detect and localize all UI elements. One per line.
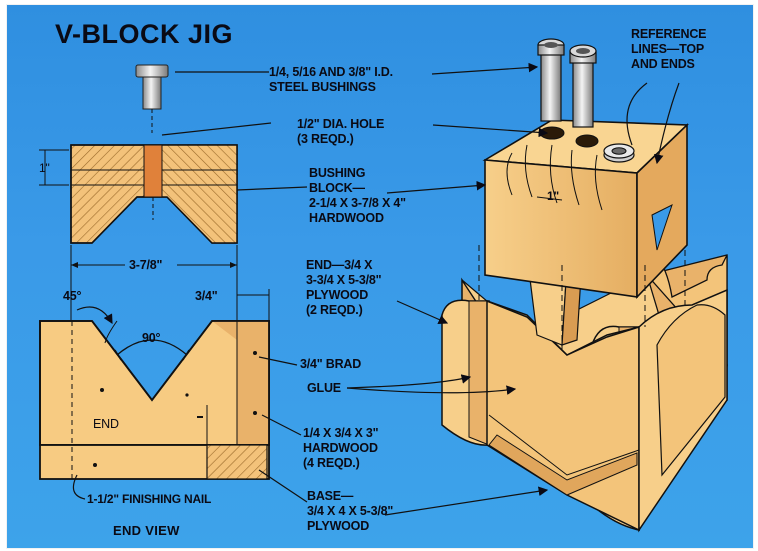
label-reference-lines: REFERENCE LINES—TOP AND ENDS: [631, 27, 707, 71]
dim-iso-height: 1": [547, 189, 559, 203]
dim-angle-45: 45°: [63, 289, 82, 303]
label-finishing-nail: 1-1/2" FINISHING NAIL: [87, 492, 212, 506]
label-bushings: 1/4, 5/16 AND 3/8" I.D. STEEL BUSHINGS: [269, 65, 393, 94]
label-hole: 1/2" DIA. HOLE (3 REQD.): [297, 117, 385, 146]
bushing-side-view: [135, 64, 169, 110]
page-title: V-BLOCK JIG: [55, 19, 234, 49]
dim-width: 3-7/8": [129, 258, 163, 272]
isometric-jig: [441, 119, 728, 533]
label-base: BASE— 3/4 X 4 X 5-3/8" PLYWOOD: [307, 489, 394, 533]
dim-thickness: 3/4": [195, 289, 218, 303]
label-end: END: [93, 417, 119, 431]
dim-angle-90: 90°: [142, 331, 161, 345]
label-bushing-block: BUSHING BLOCK— 2-1/4 X 3-7/8 X 4" HARDWO…: [309, 166, 406, 225]
diagram-canvas: V-BLOCK JIG 1/4, 5/16 AND 3/8" I.D. STEE…: [6, 4, 754, 549]
label-hardwood-strip: 1/4 X 3/4 X 3" HARDWOOD (4 REQD.): [303, 426, 379, 470]
end-view: [39, 305, 270, 480]
steel-bushings: [537, 38, 597, 128]
dim-block-height: 1": [39, 161, 50, 175]
bushing-block-section: [70, 144, 238, 244]
label-glue: GLUE: [307, 381, 341, 395]
label-end-piece: END—3/4 X 3-3/4 X 5-3/8" PLYWOOD (2 REQD…: [306, 258, 382, 317]
diagram-drawing: [39, 38, 728, 533]
label-end-view: END VIEW: [113, 523, 180, 538]
label-brad: 3/4" BRAD: [300, 357, 362, 371]
